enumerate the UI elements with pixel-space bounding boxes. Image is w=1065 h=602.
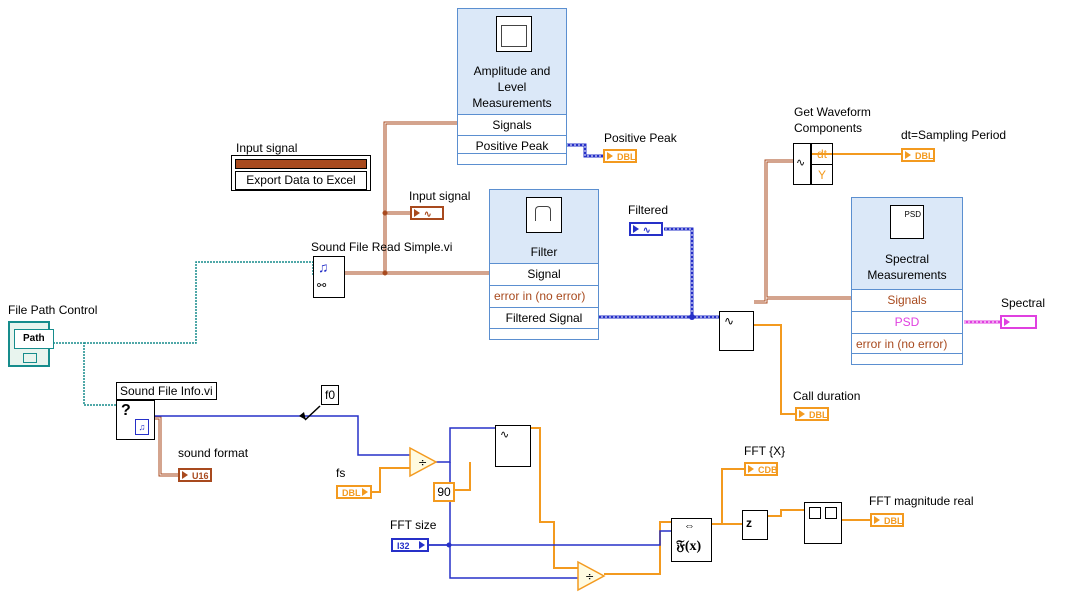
sound-file-read-node[interactable]: ♫ ⚯ (313, 256, 345, 298)
fft-size-label: FFT size (390, 518, 437, 532)
filter-vi[interactable]: Filter Signal error in (no error) Filter… (489, 189, 599, 340)
cluster-header-bar (235, 159, 367, 169)
filter-icon (526, 197, 562, 233)
filtered-indicator: ∿ (629, 222, 663, 236)
sound-file-info-label: Sound File Info.vi (116, 382, 217, 400)
fft-magnitude-label: FFT magnitude real (869, 494, 974, 508)
amplitude-measurements-vi[interactable]: Amplitude and Level Measurements Signals… (457, 8, 567, 165)
arrows-icon: ⇔ (684, 520, 695, 532)
glasses-icon: ⚯ (317, 280, 327, 292)
spectral-measurements-vi[interactable]: PSD Spectral Measurements Signals PSD er… (851, 197, 963, 365)
fft-node[interactable]: ⇔ 𝔉(x) (671, 518, 712, 562)
array-icon (809, 507, 821, 519)
sound-format-indicator: U16 (178, 468, 212, 482)
waveform-icon: ∿ (796, 157, 806, 169)
sound-file-read-label: Sound File Read Simple.vi (311, 240, 453, 254)
get-waveform-terminals: dt Y (811, 143, 833, 185)
svg-text:÷: ÷ (418, 456, 427, 469)
path-wire (50, 261, 314, 406)
dbl-wire (372, 153, 902, 575)
file-icon: ♫ (135, 419, 149, 435)
file-path-text: Path (14, 329, 54, 349)
f0-label: f0 (321, 385, 340, 405)
sound-file-info-node[interactable]: ? ♫ (116, 400, 155, 440)
complex-icon: z (746, 516, 752, 530)
question-icon: ? (121, 402, 131, 419)
dt-indicator: DBL (901, 148, 935, 162)
spectral-title: Spectral Measurements (867, 252, 947, 282)
divide-node-1[interactable]: ÷ (409, 446, 438, 478)
integer-wire (155, 415, 671, 579)
input-signal-indicator-label: Input signal (409, 189, 471, 203)
amplitude-title: Amplitude and Level Measurements (472, 64, 552, 110)
fx-icon: 𝔉(x) (676, 539, 702, 554)
array-node[interactable] (804, 502, 842, 544)
convert-dynamic-data-node[interactable]: ∿ (719, 311, 754, 351)
filter-error-in-terminal[interactable]: error in (no error) (490, 285, 598, 307)
fft-x-label: FFT {X} (744, 444, 786, 458)
spectral-psd-terminal[interactable]: PSD (852, 311, 962, 333)
spectrum-node[interactable]: ∿ (495, 425, 531, 467)
input-signal-cluster[interactable]: Export Data to Excel (231, 155, 371, 191)
dt-sampling-label: dt=Sampling Period (901, 128, 1007, 142)
amplitude-positive-peak-terminal[interactable]: Positive Peak (458, 135, 566, 157)
amplitude-icon (496, 16, 532, 52)
positive-peak-label: Positive Peak (604, 131, 677, 145)
constant-90[interactable]: 90 (433, 482, 455, 502)
filter-title: Filter (530, 245, 558, 259)
filtered-label: Filtered (628, 203, 669, 217)
fs-control[interactable]: DBL (336, 485, 372, 499)
file-path-control-label: File Path Control (8, 303, 98, 317)
complex-to-re-im-node[interactable]: z (742, 510, 768, 540)
filter-filtered-signal-terminal[interactable]: Filtered Signal (490, 307, 598, 329)
fft-magnitude-indicator: DBL (870, 513, 904, 527)
psd-icon: PSD (890, 205, 924, 239)
music-note-icon: ♫ (318, 259, 329, 275)
fs-label: fs (336, 466, 346, 480)
file-path-control[interactable]: Path (8, 321, 54, 367)
get-waveform-components-node[interactable]: ∿ (793, 143, 811, 185)
call-duration-label: Call duration (793, 389, 861, 403)
amplitude-signals-terminal[interactable]: Signals (458, 114, 566, 136)
divide-node-2[interactable]: ÷ (577, 560, 606, 592)
waveform-icon: ∿ (643, 225, 651, 235)
filter-signal-terminal[interactable]: Signal (490, 263, 598, 285)
waveform-icon: ∿ (424, 209, 432, 219)
call-duration-indicator: DBL (795, 407, 829, 421)
sound-format-label: sound format (178, 446, 249, 460)
waveform-icon: ∿ (724, 314, 735, 328)
export-data-button[interactable]: Export Data to Excel (235, 171, 367, 190)
y-terminal[interactable]: Y (817, 168, 826, 182)
get-waveform-components-label: Get Waveform Components (794, 105, 871, 135)
input-signal-indicator: ∿ (410, 206, 444, 220)
spectral-indicator (1000, 315, 1037, 329)
folder-icon (23, 353, 37, 363)
fft-x-indicator: CDB (744, 462, 778, 476)
dt-terminal[interactable]: dt (812, 144, 832, 165)
spectral-error-in-terminal[interactable]: error in (no error) (852, 333, 962, 355)
sine-wave-icon: ∿ (500, 429, 510, 441)
array-icon-2 (825, 507, 837, 519)
fft-size-control[interactable]: I32 (391, 538, 429, 552)
spectral-signals-terminal[interactable]: Signals (852, 289, 962, 311)
input-signal-cluster-label: Input signal (236, 141, 298, 155)
spectral-label: Spectral (1001, 296, 1046, 310)
svg-text:÷: ÷ (585, 570, 594, 583)
positive-peak-indicator: DBL (603, 149, 637, 163)
